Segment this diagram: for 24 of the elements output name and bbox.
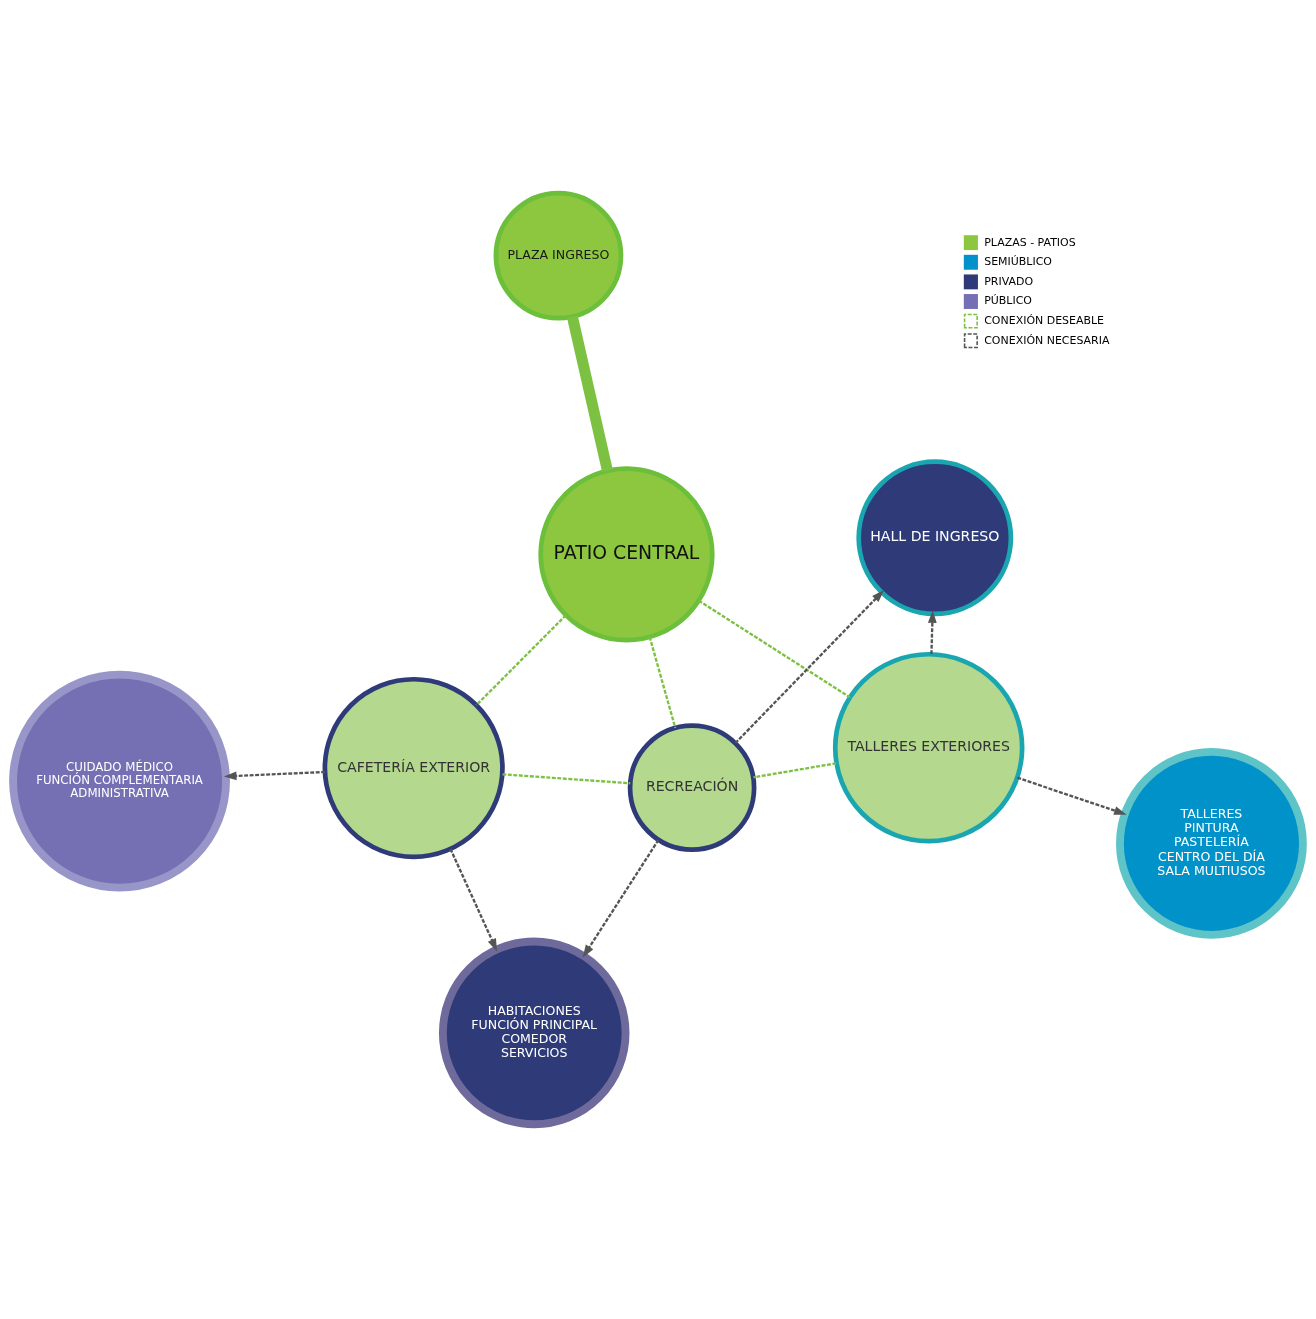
legend-label: CONEXIÓN DESEABLE — [984, 314, 1105, 328]
legend-label: SEMIÚBLICO — [984, 255, 1053, 269]
connector — [475, 614, 567, 706]
connector — [753, 762, 837, 779]
node-circle: RECREACIÓN — [627, 723, 757, 852]
node-circle: PATIO CENTRAL — [538, 466, 715, 643]
legend-label: PRIVADO — [984, 274, 1034, 288]
arrow — [582, 839, 660, 958]
connector — [698, 599, 851, 699]
arrow — [1017, 776, 1127, 815]
connector — [502, 773, 631, 785]
legend-label: PÚBLICO — [984, 294, 1033, 308]
node-circle: PLAZA INGRESO — [493, 190, 624, 321]
arrow — [223, 770, 326, 781]
node-circle: TALLERES EXTERIORES — [832, 651, 1025, 844]
node-circle: CAFETERÍA EXTERIOR — [322, 676, 505, 860]
connector — [648, 636, 677, 729]
arrow — [927, 610, 937, 655]
arrow — [734, 590, 885, 744]
node-circle: HALL DE INGRESO — [856, 459, 1014, 617]
legend-label: PLAZAS - PATIOS — [984, 235, 1076, 249]
connector — [567, 315, 613, 472]
arrow — [449, 848, 498, 952]
legend-label: CONEXIÓN NECESARIA — [984, 333, 1110, 347]
